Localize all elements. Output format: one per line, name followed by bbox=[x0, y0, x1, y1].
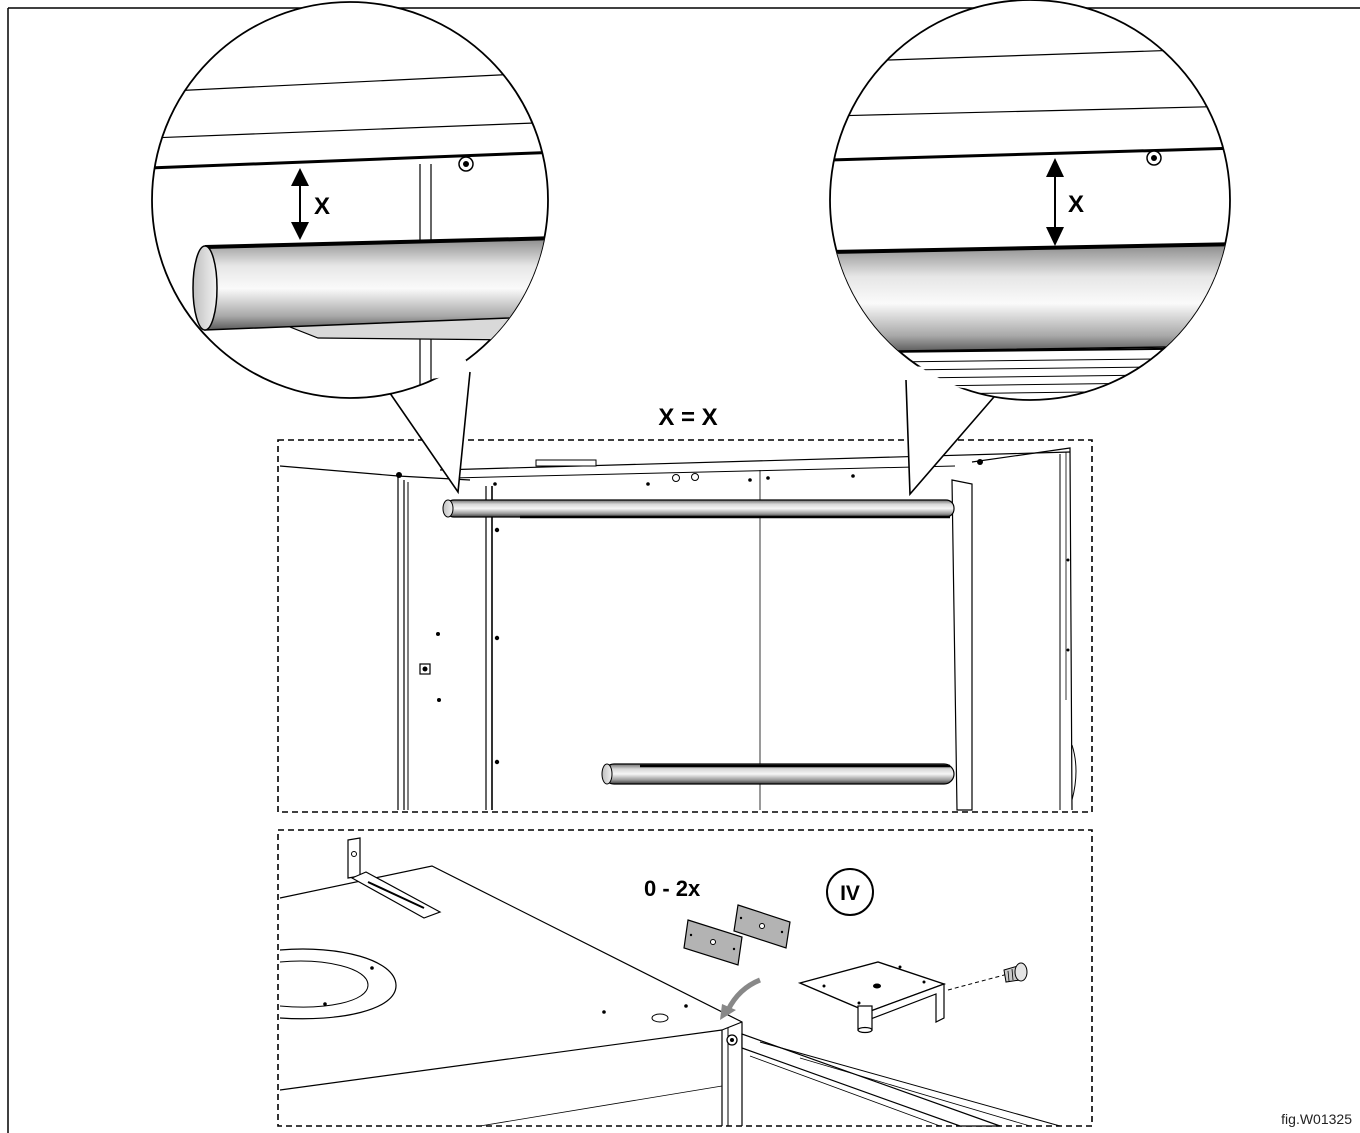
shim-count-label: 0 - 2x bbox=[644, 876, 701, 901]
right-side-wall bbox=[951, 447, 1077, 811]
left-side-wall bbox=[396, 472, 500, 810]
figure-id-label: fig.W01325 bbox=[1281, 1111, 1352, 1127]
top-screws bbox=[493, 473, 855, 486]
shim-plates bbox=[683, 904, 791, 966]
roman-numeral-circle-icon: IV bbox=[826, 868, 874, 916]
shim-adjustment-panel: 0 - 2x IV bbox=[277, 829, 1093, 1127]
step-number-label: IV bbox=[840, 882, 860, 905]
foot-plate bbox=[797, 961, 947, 1034]
machine-top bbox=[279, 837, 1061, 1127]
page-border bbox=[7, 7, 1360, 1133]
left-detail-callout: X bbox=[151, 1, 549, 495]
curved-arrow-icon bbox=[720, 977, 761, 1020]
equation-label: X = X bbox=[658, 404, 717, 431]
right-detail-callout: X bbox=[829, 0, 1231, 497]
rail-assembly-panel: X = X bbox=[277, 404, 1093, 813]
screw-icon bbox=[947, 962, 1028, 991]
double-arrow-icon bbox=[291, 168, 309, 240]
upper-rail bbox=[442, 499, 955, 519]
lower-rail bbox=[601, 763, 955, 785]
gap-label-left: X bbox=[314, 193, 330, 220]
gap-label-right: X bbox=[1068, 191, 1084, 218]
double-arrow-icon bbox=[1046, 158, 1064, 246]
